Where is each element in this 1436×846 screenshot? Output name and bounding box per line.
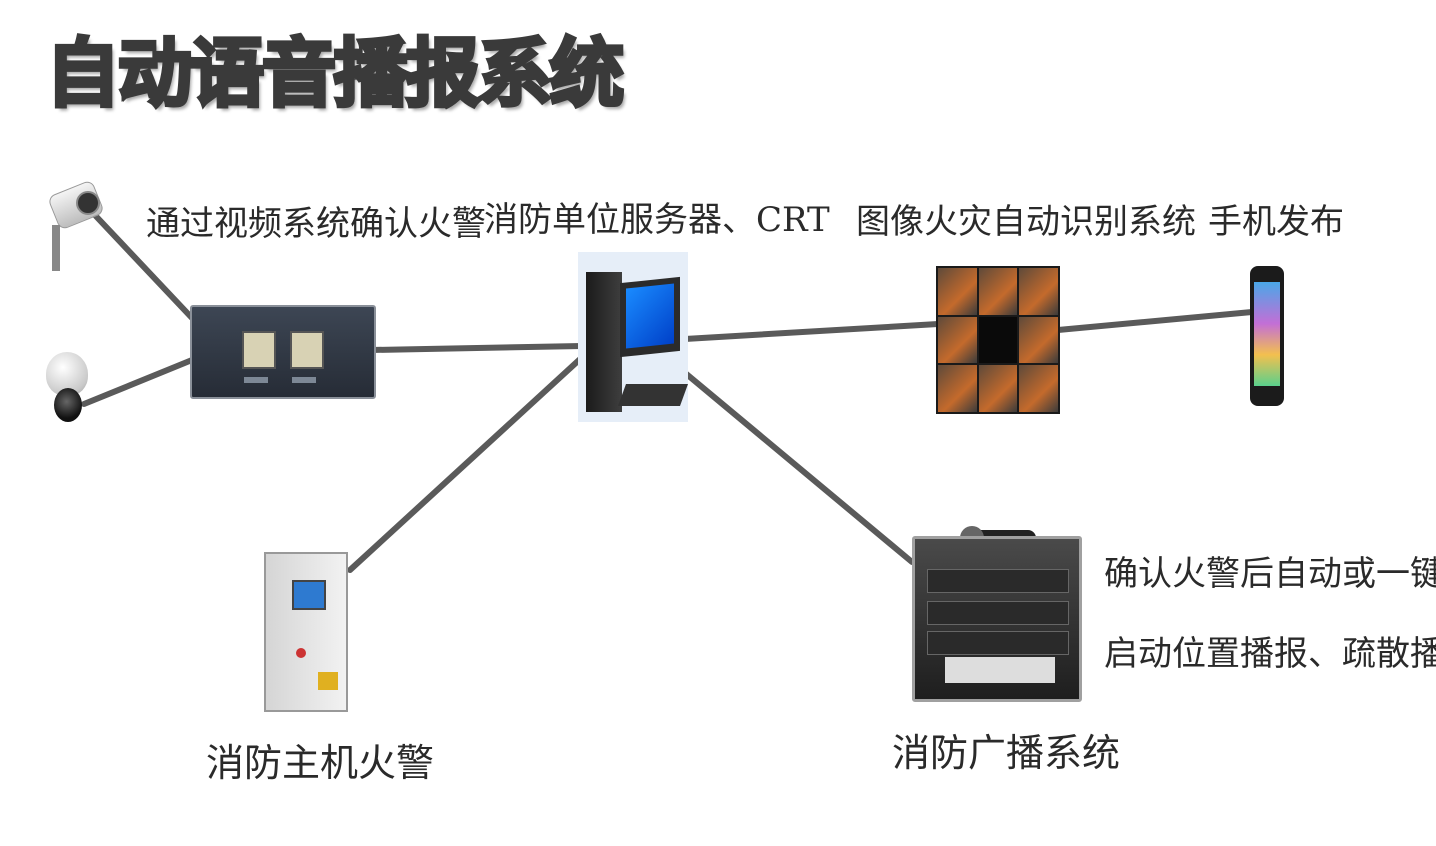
title-char: 系 bbox=[476, 29, 554, 119]
title-char: 语 bbox=[188, 29, 266, 119]
title-char: 自 bbox=[44, 29, 122, 119]
title-char: 播 bbox=[332, 29, 410, 119]
title-char: 音 bbox=[260, 29, 338, 119]
link-dome-camera-nvr bbox=[81, 357, 195, 407]
label-phone-publish: 手机发布 bbox=[1208, 202, 1344, 242]
link-image-system-phone bbox=[1055, 309, 1255, 333]
label-broadcast-note-line1: 确认火警后自动或一键式 bbox=[1104, 554, 1436, 594]
label-image-recognition: 图像火灾自动识别系统 bbox=[856, 202, 1196, 242]
link-panel-server bbox=[347, 347, 593, 573]
link-server-image-system bbox=[665, 321, 941, 343]
label-fire-host: 消防主机火警 bbox=[206, 741, 435, 785]
link-bullet-camera-nvr bbox=[89, 209, 195, 321]
fire-alarm-panel-icon bbox=[264, 552, 348, 712]
broadcast-rack-icon bbox=[912, 536, 1082, 702]
bullet-camera-icon bbox=[46, 175, 105, 275]
label-server: 消防单位服务器、CRT bbox=[484, 200, 830, 240]
dome-camera-icon bbox=[46, 352, 88, 432]
title-char: 报 bbox=[404, 29, 482, 119]
page-title: 自 动 语 音 播 报 系 统 bbox=[44, 24, 626, 134]
label-broadcast-note-line2: 启动位置播报、疏散播报 bbox=[1104, 634, 1436, 674]
title-char: 统 bbox=[548, 29, 626, 119]
link-nvr-server bbox=[369, 343, 585, 353]
fire-image-grid-icon bbox=[936, 266, 1060, 414]
title-char: 动 bbox=[116, 29, 194, 119]
server-computer-icon bbox=[578, 252, 689, 422]
label-broadcast-system: 消防广播系统 bbox=[892, 731, 1121, 775]
label-video-confirm: 通过视频系统确认火警 bbox=[146, 204, 486, 244]
video-recorder-icon bbox=[190, 305, 376, 399]
mobile-phone-icon bbox=[1250, 266, 1284, 406]
link-server-broadcast bbox=[657, 349, 915, 565]
